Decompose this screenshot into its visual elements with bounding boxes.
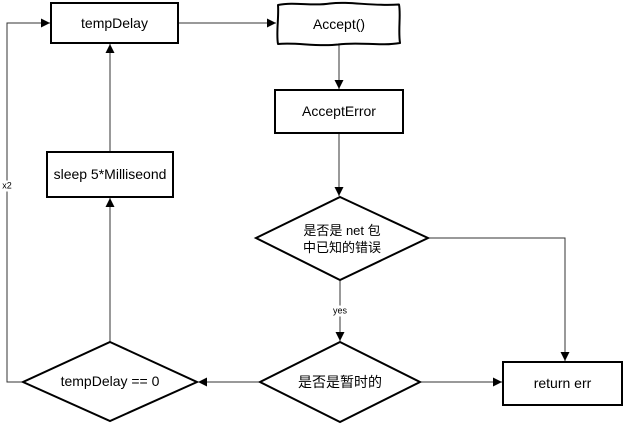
knownneterror-diamond xyxy=(253,195,431,282)
istemporary-diamond xyxy=(257,340,423,424)
tempdelayzero-diamond xyxy=(20,340,200,423)
arrow-knownneterror-to-returnerr xyxy=(428,237,570,361)
accepterror-box xyxy=(274,89,404,134)
arrow-tempdelayzero-to-tempdelay-loop xyxy=(6,18,50,383)
tempdelay-box xyxy=(50,2,179,44)
sleep-box xyxy=(46,151,174,198)
returnerr-box xyxy=(502,361,623,406)
accept-sketch-box xyxy=(276,1,401,47)
